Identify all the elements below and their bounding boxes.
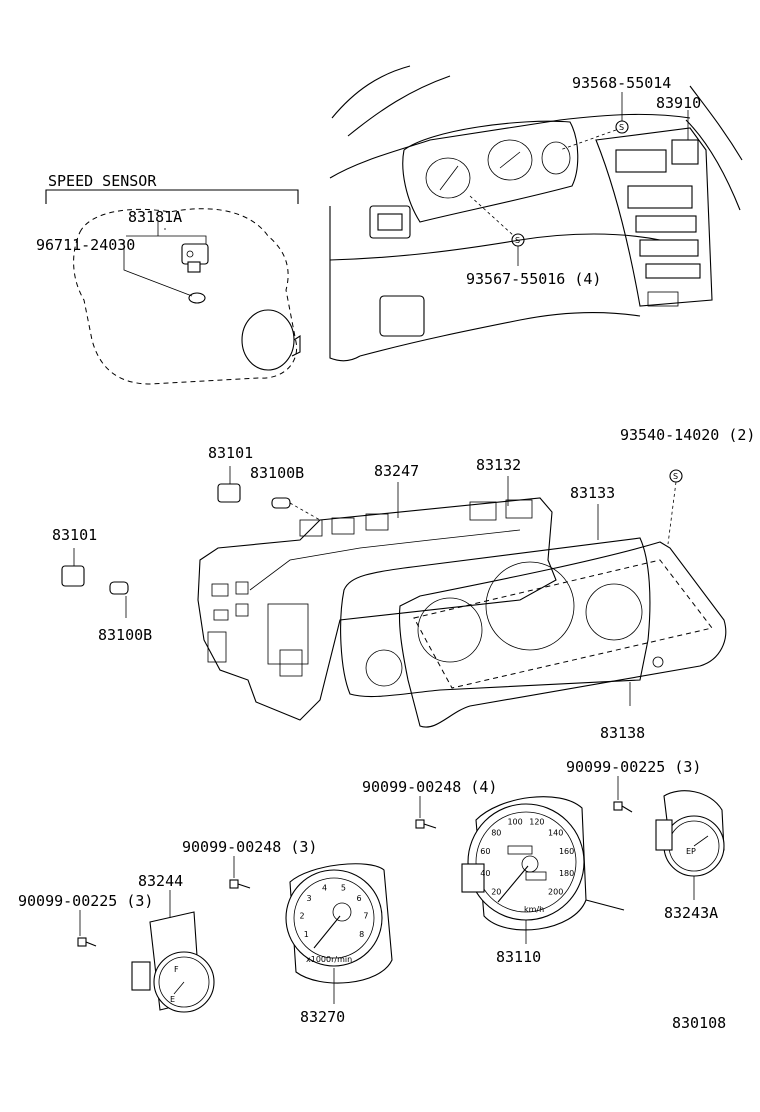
gauges-section: F E 83244 90099-00225 (3) x1000r/min 1 23… [18, 758, 725, 1026]
dial-tick-label: 120 [529, 817, 544, 826]
svg-text:S: S [515, 236, 520, 245]
label-83138: 83138 [600, 724, 645, 742]
dial-tick-label: 7 [363, 912, 368, 921]
label-90099-00248-speedo: 90099-00248 (4) [362, 778, 497, 796]
screw-tach-part [229, 879, 251, 889]
dash-center-console [595, 127, 713, 307]
dial-tick-label: 3 [306, 894, 311, 903]
dial-tick-label: 200 [548, 888, 563, 897]
dash-cluster-hood [402, 120, 579, 223]
temp-gauge-part: EP [655, 790, 725, 877]
dash-left-panel [379, 295, 425, 337]
socket-left-part [61, 548, 85, 587]
bulb-left-part [109, 581, 129, 618]
label-83181A: 83181A [128, 208, 182, 226]
dial-tick-label: 6 [356, 894, 361, 903]
dial-tick-label: 5 [341, 883, 346, 892]
speedo-unit: km/h [524, 905, 544, 914]
label-83244: 83244 [138, 872, 183, 890]
output-flange [241, 309, 295, 371]
dial-tick-label: 180 [559, 869, 574, 878]
label-83100B-left: 83100B [98, 626, 152, 644]
screw-fuel-part [77, 937, 97, 947]
label-83101-upper: 83101 [208, 444, 253, 462]
dial-tick-label: 8 [359, 930, 364, 939]
label-96711-24030: 96711-24030 [36, 236, 135, 254]
speedo-tick-labels: 20 40 60 80 100 120 140 160 180 200 [480, 817, 574, 896]
transmission-housing [73, 208, 298, 385]
bulb-upper-part [271, 497, 321, 521]
dial-tick-label: 2 [300, 912, 305, 921]
dial-tick-label: 80 [491, 828, 501, 837]
label-83270: 83270 [300, 1008, 345, 1026]
speed-sensor-bracket [45, 189, 299, 204]
fuel-gauge-part: F E [131, 911, 215, 1013]
page-code: 830108 [672, 1014, 726, 1032]
label-90099-00225-left: 90099-00225 (3) [18, 892, 153, 910]
screw-speedo-part [415, 819, 437, 829]
label-83133: 83133 [570, 484, 615, 502]
dial-tick-label: 4 [322, 883, 327, 892]
tachometer-part: x1000r/min [285, 863, 393, 984]
gasket-part [188, 292, 206, 304]
label-83247: 83247 [374, 462, 419, 480]
label-83132: 83132 [476, 456, 521, 474]
dial-tick-label: 100 [507, 817, 522, 826]
svg-text:S: S [619, 123, 624, 132]
dash-panel-part [671, 139, 699, 165]
dial-tick-label: 160 [559, 847, 574, 856]
dial-tick-label: 140 [548, 828, 563, 837]
temp-mark: EP [686, 847, 696, 856]
label-83100B-upper: 83100B [250, 464, 304, 482]
tach-unit: x1000r/min [306, 955, 352, 964]
socket-upper-part [217, 466, 241, 503]
label-83101-left: 83101 [52, 526, 97, 544]
fuel-e-mark: E [170, 995, 175, 1004]
label-93567-55016: 93567-55016 (4) [466, 270, 601, 288]
dial-tick-label: 40 [480, 869, 490, 878]
speed-sensor-title: SPEED SENSOR [48, 172, 157, 190]
label-83910: 83910 [656, 94, 701, 112]
speed-sensor-section: SPEED SENSOR 83181A 96711-24030 [36, 172, 301, 385]
dial-tick-label: 20 [491, 888, 501, 897]
cluster-case-part [197, 497, 557, 721]
label-83110: 83110 [496, 948, 541, 966]
dial-tick-label: 1 [304, 930, 309, 939]
label-83243A: 83243A [664, 904, 718, 922]
cluster-section: S 83101 83100B 83247 83132 83133 93540-1… [52, 426, 755, 742]
label-93540-14020: 93540-14020 (2) [620, 426, 755, 444]
svg-text:S: S [673, 472, 678, 481]
label-90099-00225-right: 90099-00225 (3) [566, 758, 701, 776]
dial-tick-label: 60 [480, 847, 490, 856]
screw-temp-part [613, 801, 633, 813]
label-93568-55014: 93568-55014 [572, 74, 671, 92]
dashboard-section: 83910 S 93568-55014 S 93567-55016 (4) [329, 65, 743, 362]
glass-part [398, 541, 727, 728]
face-plate-part [340, 537, 651, 698]
label-90099-00248-tach: 90099-00248 (3) [182, 838, 317, 856]
speed-sensor-part [181, 243, 209, 273]
dash-left-vent [369, 205, 411, 239]
fuel-f-mark: F [174, 965, 179, 974]
